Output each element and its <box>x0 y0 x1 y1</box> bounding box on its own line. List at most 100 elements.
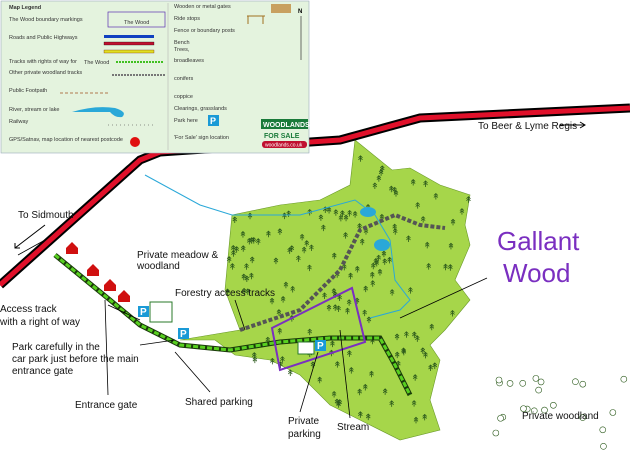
conifer-icon <box>387 256 392 264</box>
conifer-icon <box>376 254 381 262</box>
conifer-icon <box>332 304 338 311</box>
conifer-icon <box>404 331 409 338</box>
broadleaf-tree-icon <box>600 443 607 450</box>
conifer-icon <box>370 271 375 279</box>
svg-text:Bench: Bench <box>174 40 190 46</box>
pond <box>360 207 376 217</box>
svg-text:The Wood boundary markings: The Wood boundary markings <box>9 17 83 23</box>
conifer-icon <box>225 288 230 296</box>
conifer-icon <box>420 216 426 223</box>
conifer-icon <box>249 256 255 264</box>
conifer-icon <box>247 237 252 245</box>
label-private-parking: Private <box>288 416 320 427</box>
conifer-icon <box>299 233 305 241</box>
conifer-icon <box>408 287 413 294</box>
conifer-icon <box>376 175 382 182</box>
conifer-icon <box>450 218 456 226</box>
conifer-icon <box>270 357 275 365</box>
conifer-icon <box>343 232 348 239</box>
conifer-icon <box>423 351 428 359</box>
conifer-icon <box>307 264 312 272</box>
conifer-icon <box>370 262 376 270</box>
conifer-icon <box>429 323 435 331</box>
parking-sign[interactable]: P <box>178 328 189 340</box>
parking-sign[interactable]: P <box>315 340 326 352</box>
conifer-icon <box>362 309 367 317</box>
svg-text:Tracks with rights of way for: Tracks with rights of way for <box>9 59 77 65</box>
conifer-icon <box>365 413 371 421</box>
conifer-icon <box>349 367 354 374</box>
svg-text:broadleaves: broadleaves <box>174 58 204 64</box>
conifer-icon <box>415 335 420 342</box>
conifer-icon <box>289 245 295 252</box>
conifer-icon <box>269 297 275 305</box>
conifer-icon <box>411 400 417 407</box>
broadleaf-tree-icon <box>492 429 500 437</box>
conifer-icon <box>373 258 379 265</box>
conifer-icon <box>335 361 340 368</box>
label-entrance-gate: Entrance gate <box>75 400 138 411</box>
conifer-icon <box>347 350 352 357</box>
conifer-icon <box>343 214 349 222</box>
conifer-icon <box>241 287 247 295</box>
conifer-icon <box>389 400 394 407</box>
conifer-icon <box>363 383 368 391</box>
conifer-icon <box>277 228 283 235</box>
gps-marker-icon <box>130 137 140 147</box>
conifer-icon <box>283 281 289 289</box>
conifer-icon <box>348 272 353 280</box>
conifer-icon <box>321 224 326 232</box>
conifer-icon <box>309 244 314 252</box>
parking-sign[interactable]: P <box>138 306 149 318</box>
broadleaf-tree-icon <box>530 407 538 415</box>
label-private-parking-2: parking <box>288 429 321 440</box>
conifer-icon <box>372 182 378 190</box>
conifer-icon <box>394 333 400 341</box>
broadleaf-tree-icon <box>541 406 548 414</box>
conifer-icon <box>249 272 254 280</box>
svg-text:Fence or boundary posts: Fence or boundary posts <box>174 28 235 34</box>
conifer-icon <box>424 241 430 249</box>
label-meadow: Private meadow & <box>137 250 218 261</box>
conifer-icon <box>389 185 394 193</box>
svg-text:Park here: Park here <box>174 118 198 124</box>
conifer-icon <box>330 340 335 348</box>
label-access-track-2: with a right of way <box>0 317 80 328</box>
svg-text:P: P <box>180 329 187 340</box>
conifer-icon <box>359 238 365 246</box>
houses <box>66 242 130 302</box>
label-to-beer: To Beer & Lyme Regis <box>478 121 577 132</box>
svg-text:Trees,: Trees, <box>174 47 190 53</box>
conifer-icon <box>381 250 387 258</box>
conifer-icon <box>443 263 448 271</box>
conifer-icon <box>301 246 307 254</box>
svg-text:The Wood: The Wood <box>124 20 149 26</box>
conifer-icon <box>412 331 417 339</box>
conifer-icon <box>340 210 345 217</box>
conifer-icon <box>280 296 286 303</box>
conifer-icon <box>255 238 261 245</box>
conifer-icon <box>370 280 376 287</box>
conifer-icon <box>420 347 426 354</box>
broadleaf-tree-icon <box>497 414 504 422</box>
conifer-icon <box>369 370 374 378</box>
conifer-icon <box>277 327 283 335</box>
conifer-icon <box>393 190 399 197</box>
label-meadow-2: woodland <box>136 261 180 272</box>
conifer-icon <box>290 285 295 293</box>
conifer-icon <box>377 268 383 276</box>
conifer-icon <box>288 369 293 376</box>
broadleaf-tree-icon <box>506 380 514 387</box>
conifer-icon <box>392 228 398 235</box>
conifer-icon <box>232 216 238 224</box>
conifer-icon <box>326 304 332 312</box>
conifer-icon <box>466 196 471 203</box>
conifer-icon <box>413 416 419 424</box>
for-sale-sign <box>149 301 173 323</box>
conifer-icon <box>234 246 239 253</box>
broadleaf-tree-icon <box>550 401 557 409</box>
broadleaf-tree-icon <box>579 414 586 421</box>
broadleaf-tree-icon <box>519 380 527 387</box>
conifer-icon <box>280 356 285 363</box>
conifer-icon <box>337 399 342 406</box>
